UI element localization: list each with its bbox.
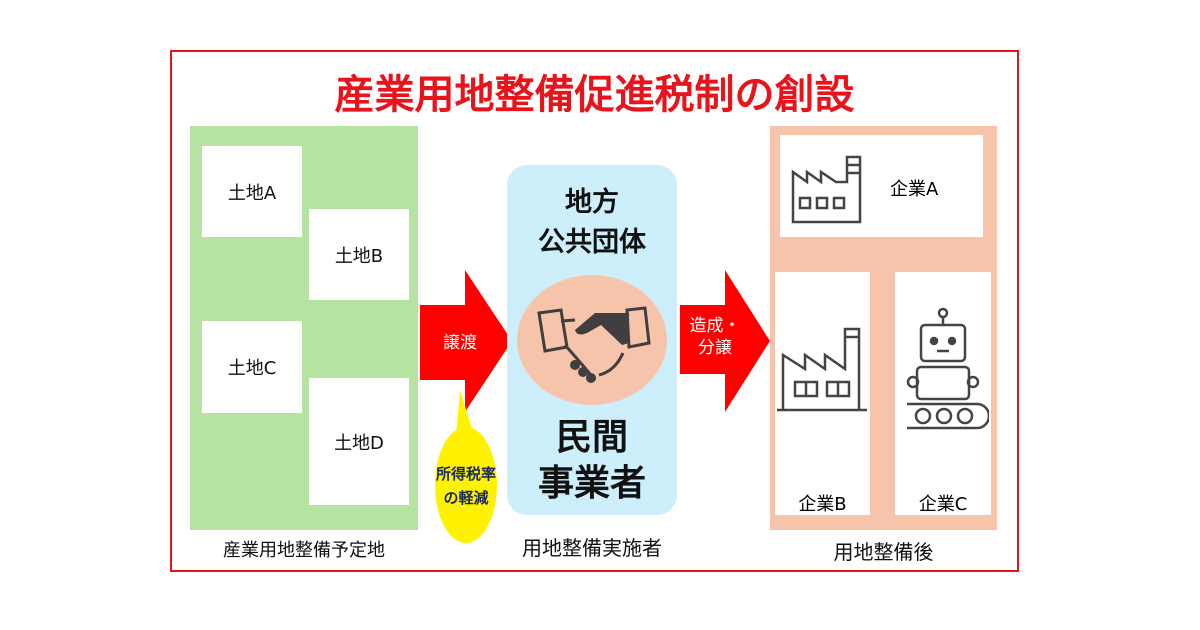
local-government-line2: 公共団体 bbox=[538, 227, 646, 258]
company-b-label: 企業B bbox=[798, 494, 847, 515]
private-business-line1: 民間 bbox=[555, 417, 628, 458]
factory-icon bbox=[791, 155, 862, 224]
company-c-card: 企業C bbox=[895, 272, 991, 515]
bubble-line1: 所得税率 bbox=[435, 465, 496, 483]
implementer-caption: 用地整備実施者 bbox=[522, 536, 662, 560]
robot-icon bbox=[906, 307, 989, 430]
local-government-line1: 地方 bbox=[565, 187, 619, 218]
company-a-label: 企業A bbox=[890, 179, 939, 200]
develop-sell-line1: 造成・ bbox=[689, 316, 741, 336]
diagram-title: 産業用地整備促進税制の創設 bbox=[334, 72, 855, 118]
land-d: 土地D bbox=[309, 378, 409, 505]
develop-sell-arrow-icon bbox=[680, 270, 770, 412]
develop-sell-line2: 分譲 bbox=[698, 338, 732, 358]
company-a-card: 企業A bbox=[780, 135, 983, 237]
tax-reduction-bubble: 所得税率 の軽減 bbox=[430, 462, 502, 510]
diagram-frame bbox=[170, 50, 1019, 572]
handshake-icon bbox=[517, 275, 667, 405]
land-c: 土地C bbox=[202, 321, 302, 413]
transfer-arrow-icon bbox=[420, 270, 512, 412]
company-b-card: 企業B bbox=[775, 272, 870, 515]
planned-site-caption: 産業用地整備予定地 bbox=[223, 540, 385, 561]
transfer-label: 譲渡 bbox=[443, 333, 477, 353]
land-a: 土地A bbox=[202, 146, 302, 237]
speech-bubble-icon bbox=[435, 390, 497, 543]
company-c-label: 企業C bbox=[918, 494, 968, 515]
private-business-label: 民間 事業者 bbox=[507, 415, 677, 507]
factory-icon bbox=[777, 327, 867, 412]
private-business-line2: 事業者 bbox=[537, 463, 646, 504]
bubble-line2: の軽減 bbox=[443, 489, 489, 507]
develop-sell-label: 造成・ 分譲 bbox=[680, 315, 750, 359]
land-b: 土地B bbox=[309, 209, 409, 300]
local-government-label: 地方 公共団体 bbox=[507, 183, 677, 263]
after-development-caption: 用地整備後 bbox=[833, 540, 934, 564]
